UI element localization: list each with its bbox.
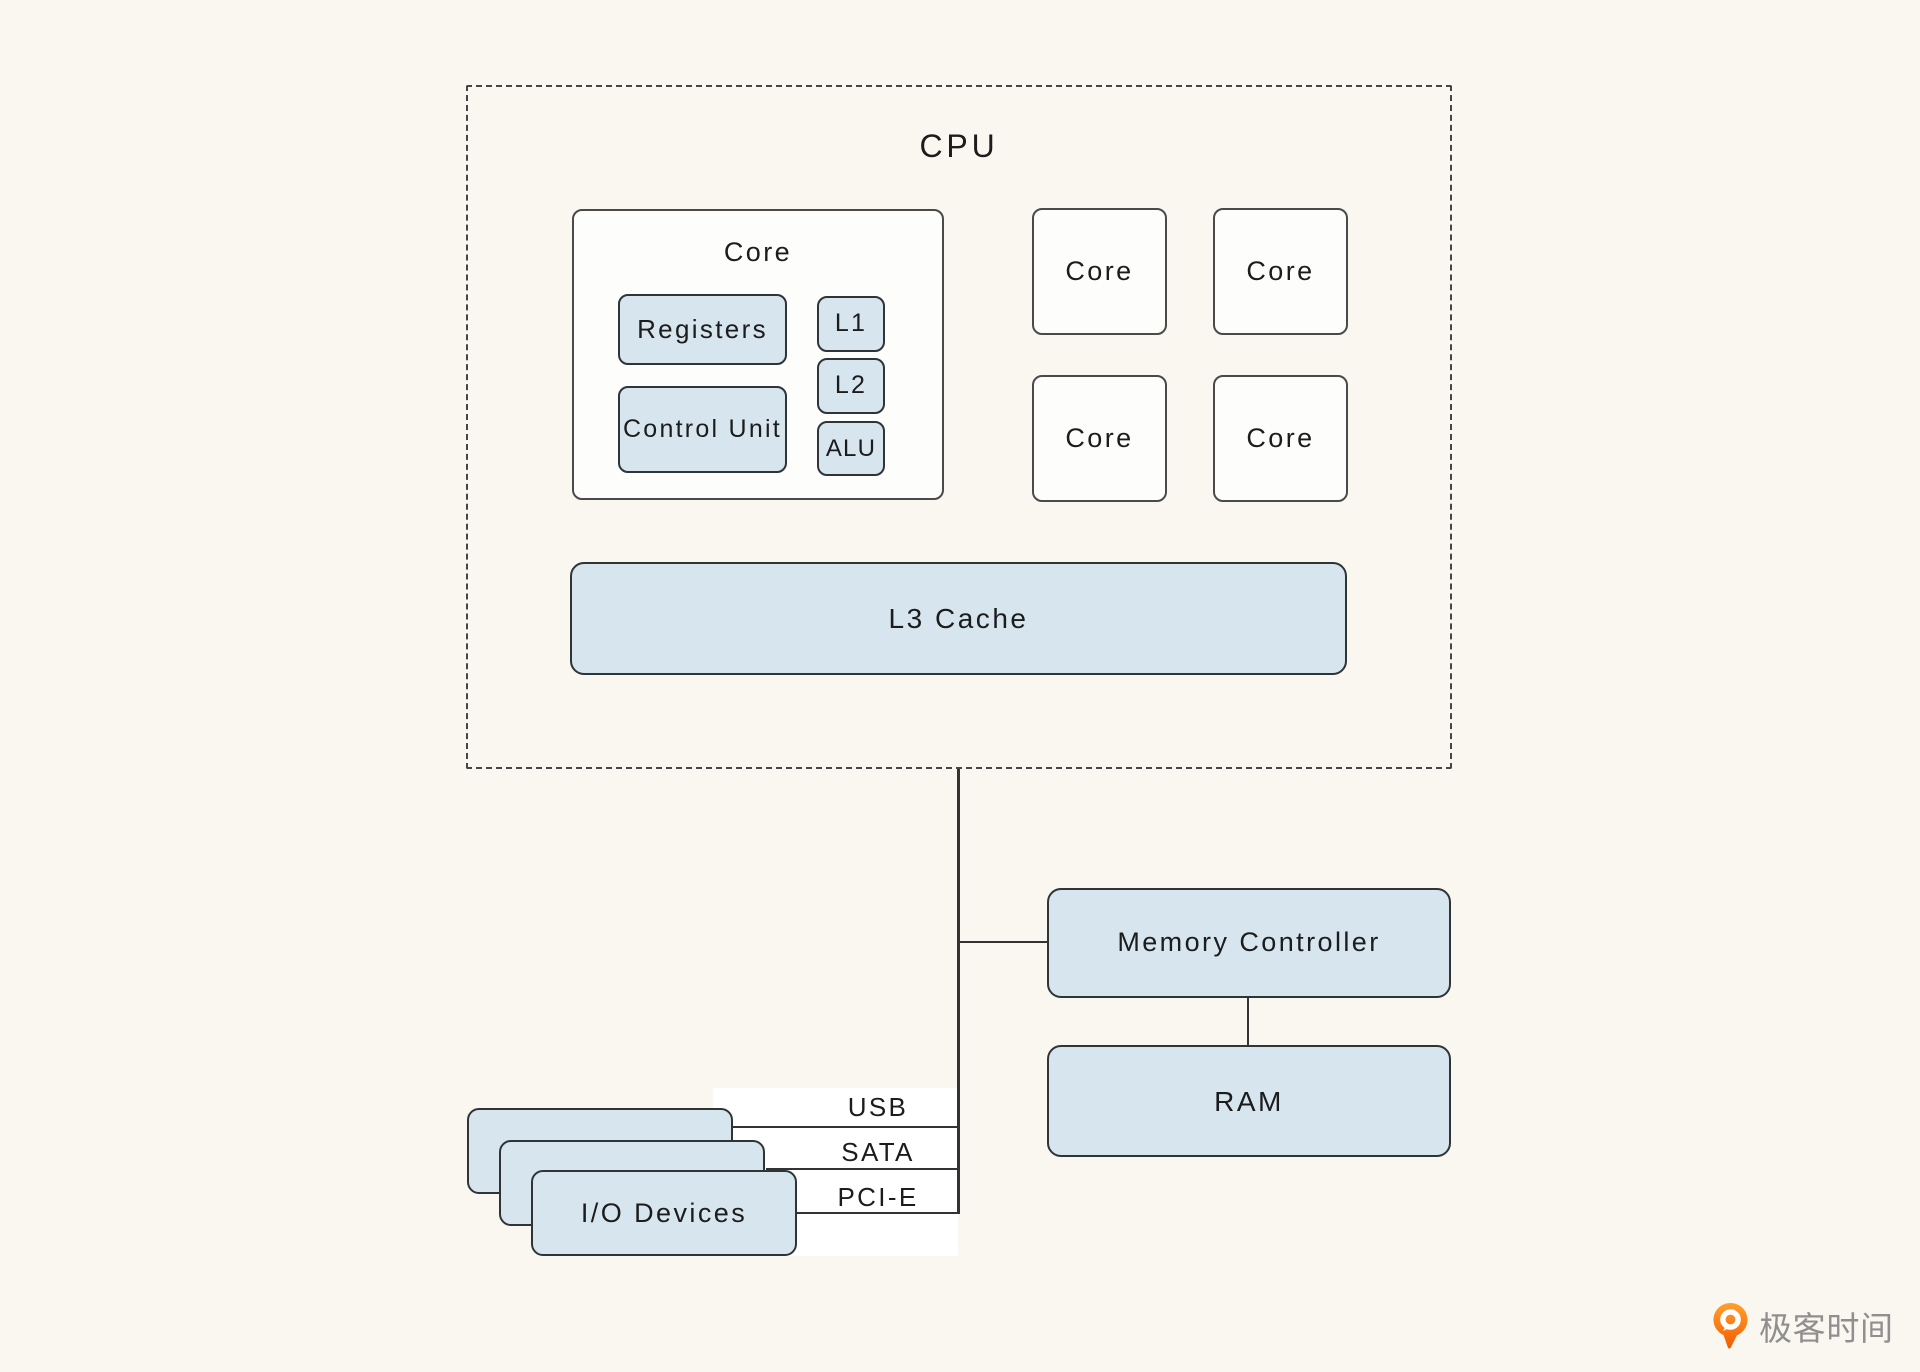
pcie-bus-label: PCI-E	[837, 1181, 919, 1212]
cpu-container-box	[466, 85, 1452, 769]
l3-cache-box: L3 Cache	[570, 562, 1347, 675]
geektime-logo-text: 极客时间	[1759, 1310, 1894, 1347]
ram-connector-line	[1247, 998, 1249, 1045]
usb-bus-label: USB	[847, 1091, 909, 1122]
ram-box: RAM	[1047, 1045, 1451, 1157]
registers-box: Registers	[618, 294, 787, 365]
io-devices-box: I/O Devices	[531, 1170, 797, 1256]
l2-cache-box: L2	[817, 358, 885, 414]
geektime-pin-icon	[1713, 1303, 1748, 1349]
memory-controller-connector-line	[959, 941, 1047, 943]
system-bus-line	[957, 769, 960, 1214]
sata-bus-line	[766, 1168, 958, 1170]
core-box-2: Core	[1213, 208, 1348, 335]
core-box-4: Core	[1213, 375, 1348, 502]
l1-cache-box: L1	[817, 296, 885, 352]
pcie-bus-line	[797, 1212, 958, 1214]
control-unit-box: Control Unit	[618, 386, 787, 473]
core-detail-title: Core	[723, 236, 793, 267]
geektime-logo: 极客时间	[1712, 1298, 1912, 1354]
core-box-1: Core	[1032, 208, 1167, 335]
memory-controller-box: Memory Controller	[1047, 888, 1451, 998]
sata-bus-label: SATA	[841, 1136, 915, 1167]
cpu-title: CPU	[919, 127, 999, 164]
alu-box: ALU	[817, 421, 885, 476]
core-box-3: Core	[1032, 375, 1167, 502]
usb-bus-line	[733, 1126, 958, 1128]
